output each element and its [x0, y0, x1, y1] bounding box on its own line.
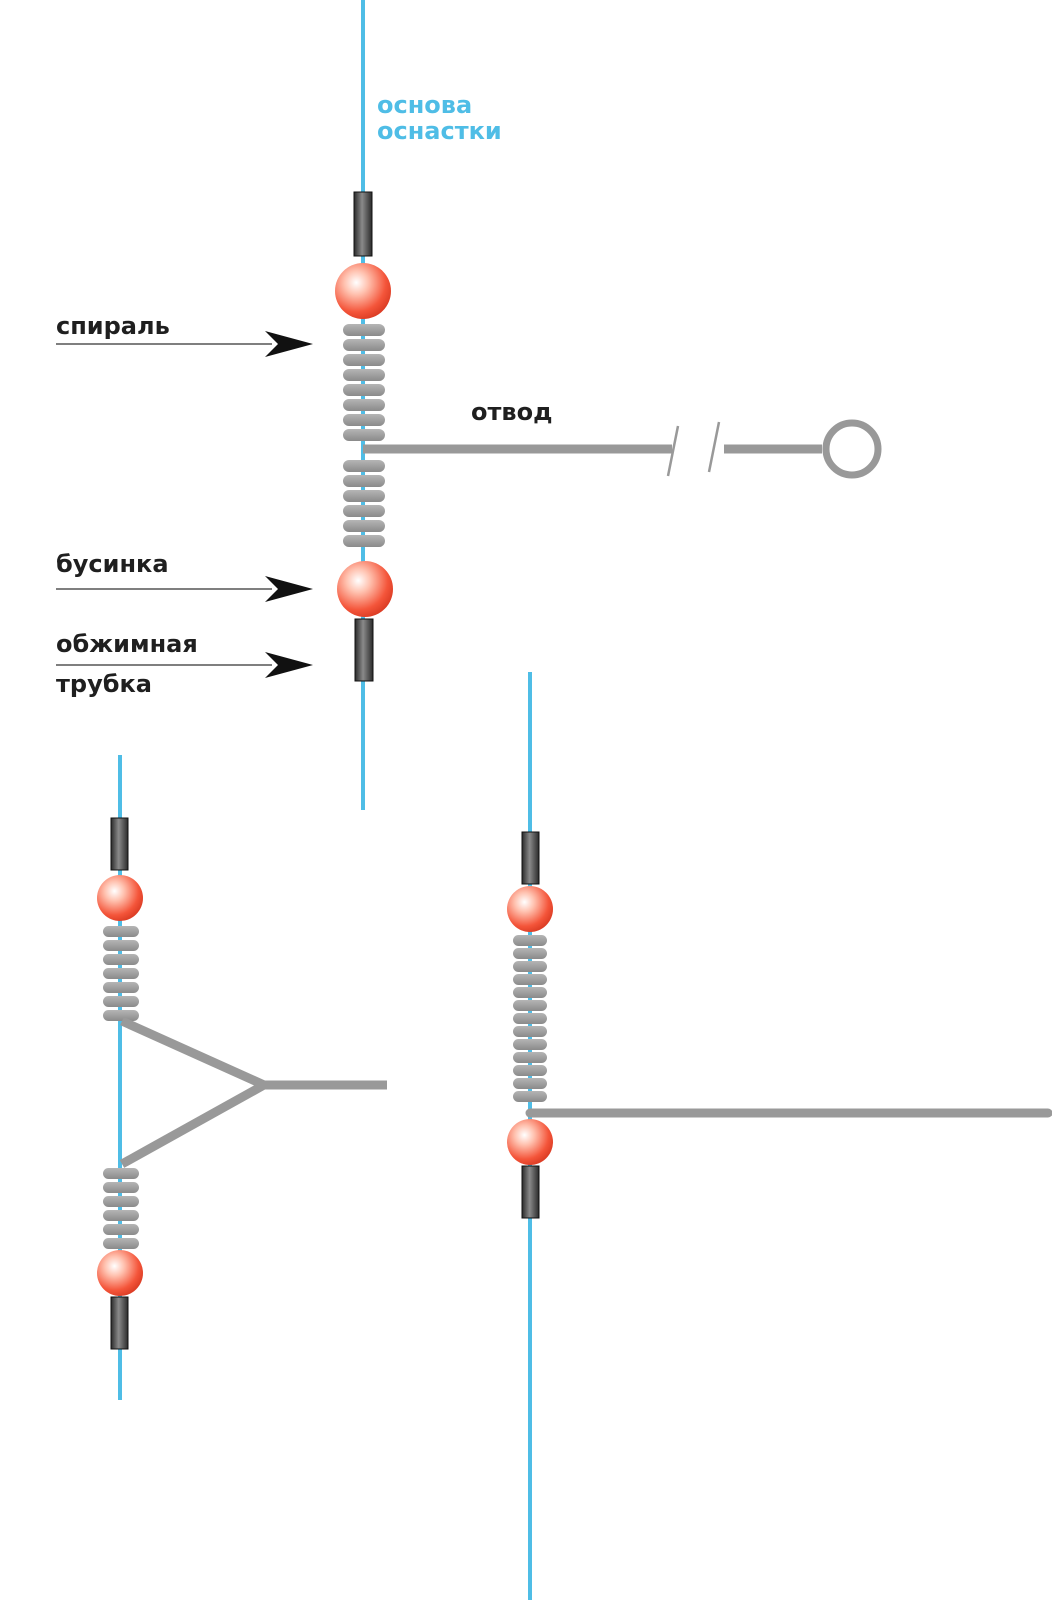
spiral	[513, 935, 547, 1102]
branch-label: отвод	[471, 398, 552, 426]
crimp-tube-top	[353, 191, 373, 257]
crimp-tube-top	[521, 831, 540, 885]
bead-bottom	[337, 561, 393, 617]
main-line-label-1: основа	[377, 91, 472, 119]
crimp-tube-top	[110, 817, 129, 871]
rig-2	[97, 755, 387, 1400]
crimp-tube-bottom	[354, 618, 374, 682]
bead-label: бусинка	[56, 550, 169, 578]
bead-bottom	[507, 1119, 553, 1165]
bead-top	[507, 886, 553, 932]
y-branch	[119, 1016, 387, 1168]
bead-arrow	[56, 576, 313, 602]
spiral-label: спираль	[56, 312, 170, 340]
crimp-tube-label-2: трубка	[56, 670, 152, 698]
branch	[363, 419, 882, 479]
bead-bottom	[97, 1250, 143, 1296]
spiral-arrow	[56, 331, 313, 357]
spiral-upper	[103, 926, 139, 1021]
crimp-tube-bottom	[110, 1296, 129, 1350]
crimp-tube-bottom	[521, 1165, 540, 1219]
rig-3	[507, 672, 1052, 1600]
bead-top	[97, 875, 143, 921]
spiral-lower	[103, 1168, 139, 1249]
spiral	[343, 324, 385, 547]
crimp-tube-label-1: обжимная	[56, 630, 198, 658]
crimp-tube-arrow	[56, 652, 313, 678]
main-line-label-2: оснастки	[377, 117, 502, 145]
bead-top	[335, 263, 391, 319]
rig-1: основа оснастки отвод	[56, 0, 882, 810]
